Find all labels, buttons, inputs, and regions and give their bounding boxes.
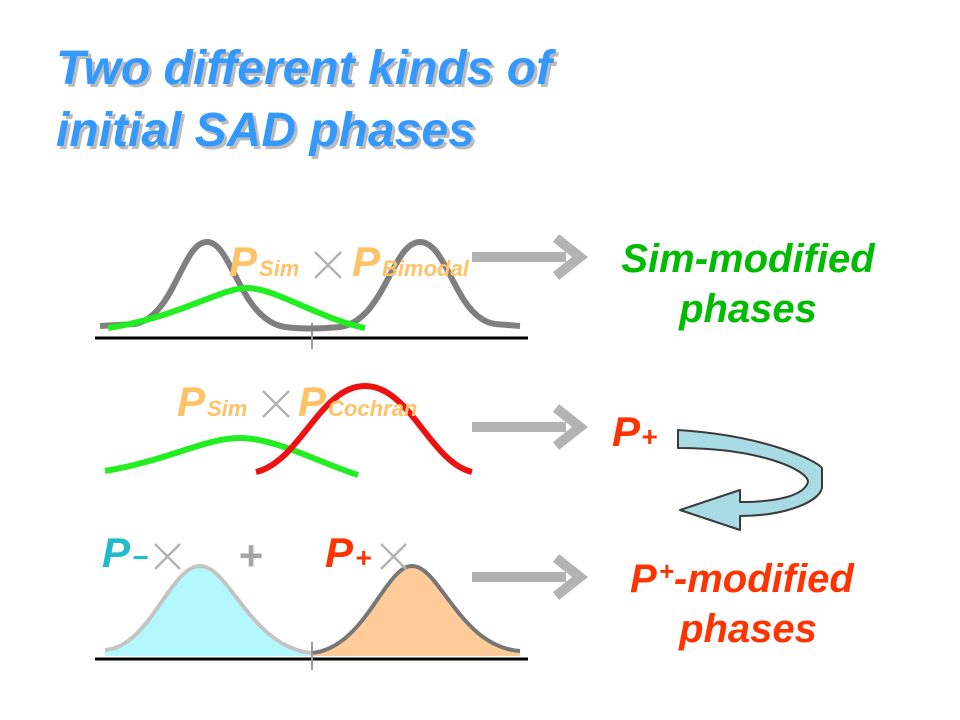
row1-result-line-2: phases	[678, 287, 817, 331]
row3-times-icon-left	[154, 543, 181, 570]
row3-plot: P− + P+	[95, 529, 528, 670]
row3-p-plus-curve	[311, 563, 521, 655]
row2-plot: PSim PCochran	[104, 378, 473, 478]
row1-p-bimodal-symbol: PBimodal	[352, 238, 470, 285]
row3-p-minus-symbol: P−	[102, 529, 148, 576]
row1-p-sim-symbol: PSim	[229, 238, 299, 285]
row2-times-icon	[262, 390, 290, 418]
title-line-2: initial SAD phases	[56, 104, 475, 157]
row3-p-plus-symbol: P+	[325, 529, 371, 576]
curved-feedback-arrow-icon	[677, 429, 823, 531]
row1-bimodal-curve	[99, 239, 521, 332]
row3-arrow-icon	[472, 554, 589, 600]
row1-times-icon	[314, 251, 342, 279]
row3-result-line-1: P+-modified	[630, 556, 855, 601]
row3-result-line-2: phases	[678, 607, 817, 651]
row1-arrow-icon	[472, 234, 589, 280]
row1-plot: PSim PBimodal	[95, 238, 528, 349]
row3-times-icon-right	[380, 543, 407, 570]
row3-p-minus-curve	[104, 563, 313, 655]
row2-sim-curve	[104, 434, 359, 478]
row1-result-line-1: Sim-modified	[621, 237, 876, 281]
row2-result-p-plus: P+	[612, 408, 657, 455]
page-title: Two different kinds of initial SAD phase…	[56, 38, 552, 162]
row3-p-minus-area	[105, 566, 312, 656]
row2-p-cochran-symbol: PCochran	[298, 378, 417, 425]
row2-cochran-curve	[255, 382, 473, 475]
row2-p-sim-symbol: PSim	[177, 378, 247, 425]
row1-sim-curve	[107, 284, 366, 331]
title-line-1: Two different kinds of	[56, 42, 553, 95]
row2-arrow-icon	[472, 404, 589, 450]
row3-plus-sign: +	[238, 532, 263, 579]
row3-p-plus-area	[312, 566, 520, 656]
